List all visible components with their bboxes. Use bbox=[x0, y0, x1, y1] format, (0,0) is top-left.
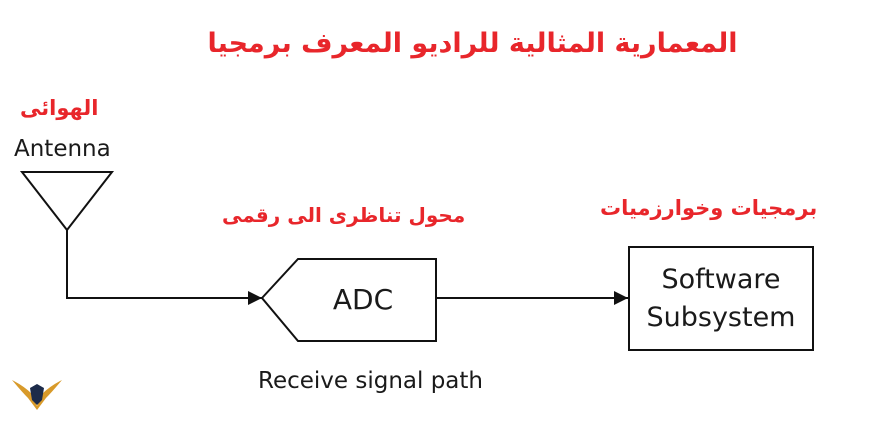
software-label-line2: Subsystem bbox=[646, 301, 796, 333]
eagle-emblem-icon bbox=[12, 380, 62, 410]
software-label-line1: Software bbox=[661, 263, 781, 295]
forum-logo bbox=[6, 372, 68, 424]
antenna-feed-line bbox=[66, 230, 262, 299]
arrowhead-to-software bbox=[614, 291, 628, 305]
page-title: المعمارية المثالية للراديو المعرف برمجيا bbox=[207, 28, 738, 59]
antenna-label: Antenna bbox=[14, 136, 111, 162]
antenna-icon bbox=[19, 171, 115, 232]
antenna-label-arabic: الهوائى bbox=[20, 96, 99, 120]
arrowhead-to-adc bbox=[248, 291, 262, 305]
adc-label-arabic: محول تناظرى الى رقمى bbox=[222, 203, 466, 227]
adc-label: ADC bbox=[332, 283, 394, 316]
receive-signal-path-label: Receive signal path bbox=[258, 368, 483, 394]
adc-block bbox=[260, 258, 437, 342]
software-label-arabic: برمجيات وخوارزميات bbox=[600, 196, 818, 220]
software-subsystem-block: Software Subsystem bbox=[628, 246, 814, 351]
